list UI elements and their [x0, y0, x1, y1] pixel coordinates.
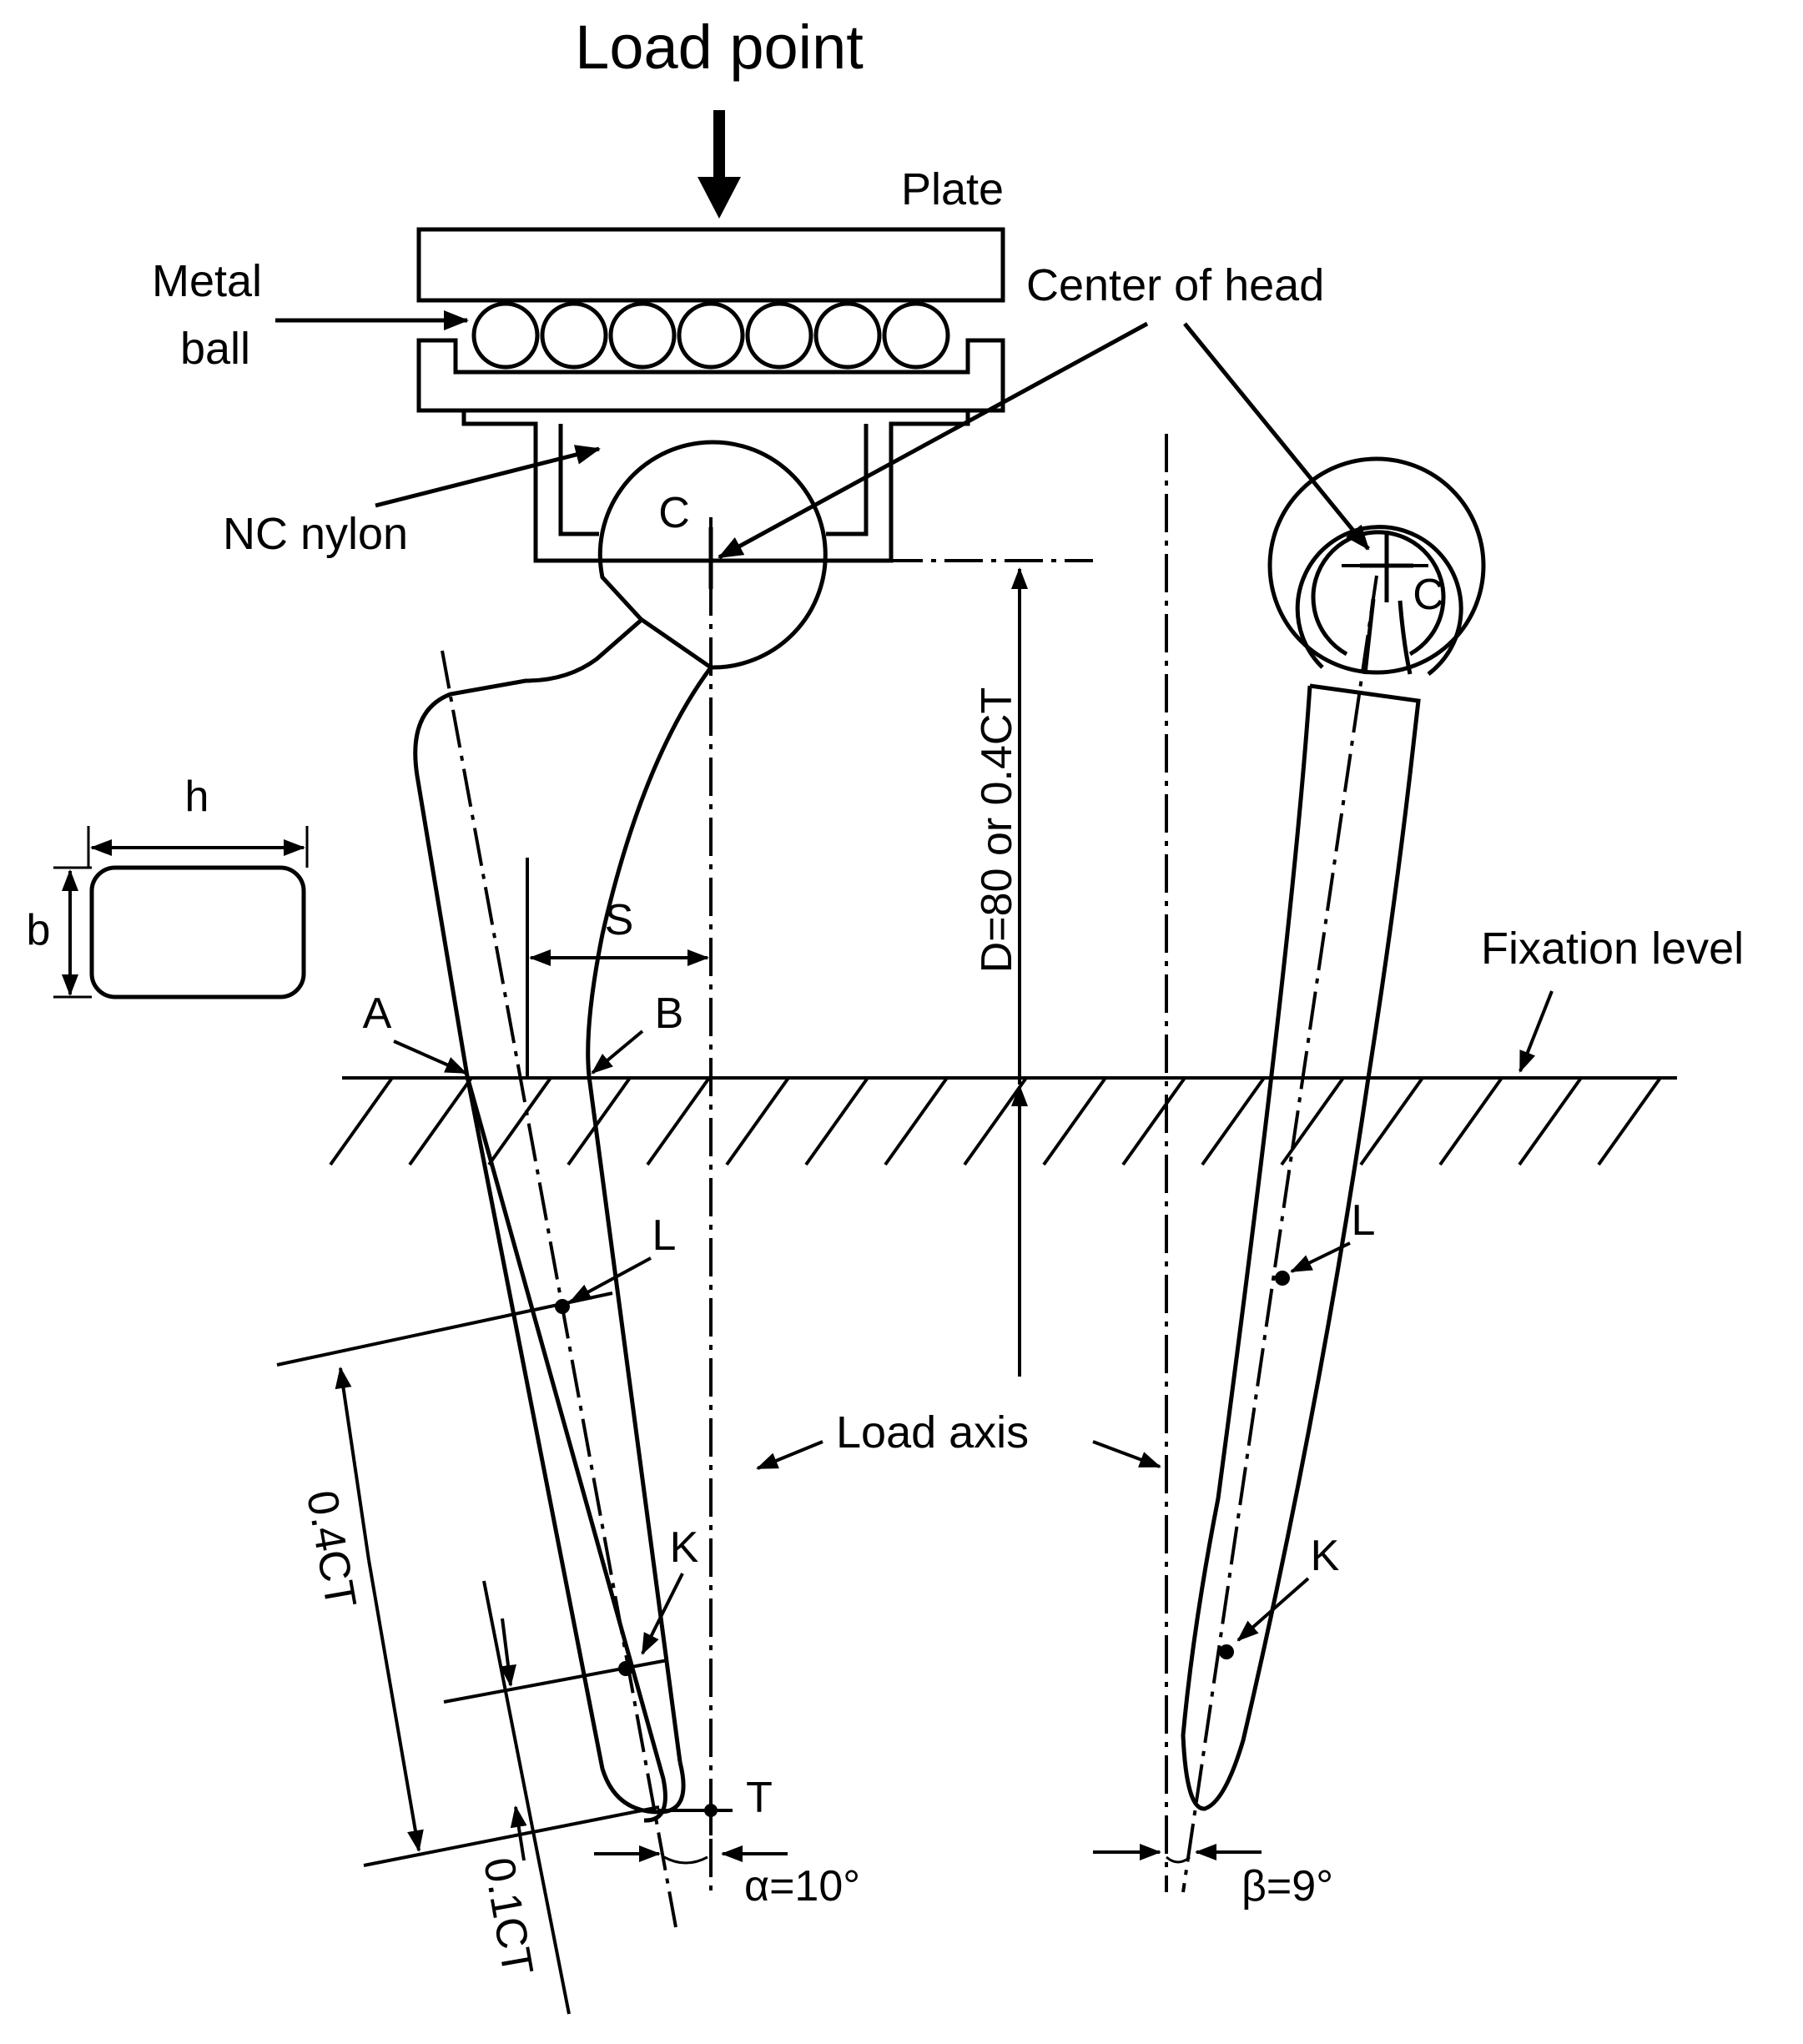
l-pointer-right: [1290, 1241, 1351, 1273]
right-stem-axis: [1181, 575, 1378, 1893]
c-label-right: C: [1413, 571, 1444, 619]
nc-nylon-label: NC nylon: [223, 509, 408, 559]
s-label: S: [605, 896, 634, 944]
k-pointer-right: [1236, 1577, 1310, 1642]
plate-label: Plate: [901, 164, 1004, 214]
load-axis-pointer-right: [1092, 1440, 1161, 1468]
fixation-hatching: [329, 1076, 1662, 1166]
dim-04ct-label: 0.4CT: [297, 1487, 365, 1612]
l-point-right: [1275, 1271, 1290, 1286]
center-of-head-label: Center of head: [1026, 260, 1324, 310]
nc-nylon-pointer: [375, 445, 601, 508]
load-point-label: Load point: [575, 13, 864, 82]
load-arrow: [698, 110, 741, 219]
l-point-left: [555, 1299, 570, 1314]
k-point-right: [1219, 1644, 1234, 1659]
alpha-angle-marker: [594, 1845, 788, 1865]
center-of-head-pointer-right: [1183, 322, 1370, 551]
left-femoral-stem: [413, 440, 828, 1823]
beta-label: β=9°: [1241, 1862, 1333, 1911]
a-pointer: [393, 1040, 467, 1075]
b-label: b: [27, 906, 51, 954]
dim-04ct-arrows: [335, 1367, 424, 1852]
metal-balls: [471, 301, 950, 370]
right-femoral-stem: [1181, 456, 1486, 1811]
l-label-right: L: [1352, 1196, 1376, 1245]
t-point-cross: [657, 1785, 733, 1835]
k-point-left: [618, 1661, 633, 1676]
left-stem-axis: [441, 650, 677, 1928]
t-label: T: [746, 1774, 773, 1822]
fixation-level-pointer: [1518, 990, 1554, 1073]
fixation-level-label: Fixation level: [1481, 924, 1744, 974]
load-axis-label: Load axis: [836, 1407, 1029, 1457]
bottom-section-line: [363, 1805, 660, 1867]
top-plate: [416, 227, 1005, 303]
cross-section-rect: [89, 865, 306, 999]
h-label: h: [185, 773, 209, 821]
b-point-label: B: [655, 989, 684, 1038]
b-pointer: [591, 1030, 644, 1075]
d-dimension-label: D=80 or 0.4CT: [973, 687, 1021, 974]
center-of-head-pointer-left: [718, 321, 1149, 560]
dim-01ct-reference-line: [482, 1580, 571, 2015]
l-pointer-left: [569, 1256, 652, 1303]
k-label-right: K: [1311, 1532, 1340, 1580]
metal-ball-label-line2: ball: [180, 324, 250, 374]
dim-01ct-label: 0.1CT: [474, 1854, 542, 1979]
load-axis-pointer-left: [756, 1440, 823, 1470]
right-head-center-cross: [1342, 531, 1428, 602]
c-label-left: C: [658, 489, 690, 537]
lower-plate: [416, 338, 1005, 413]
k-pointer-left: [641, 1573, 684, 1655]
nylon-holder: [461, 412, 970, 563]
alpha-label: α=10°: [744, 1862, 860, 1911]
beta-angle-marker: [1093, 1844, 1262, 1864]
metal-ball-label-line1: Metal: [152, 256, 262, 306]
a-label: A: [363, 989, 392, 1038]
k-label-left: K: [670, 1523, 699, 1572]
l-label-left: L: [652, 1211, 677, 1260]
dim-01ct-arrows: [500, 1618, 527, 1861]
